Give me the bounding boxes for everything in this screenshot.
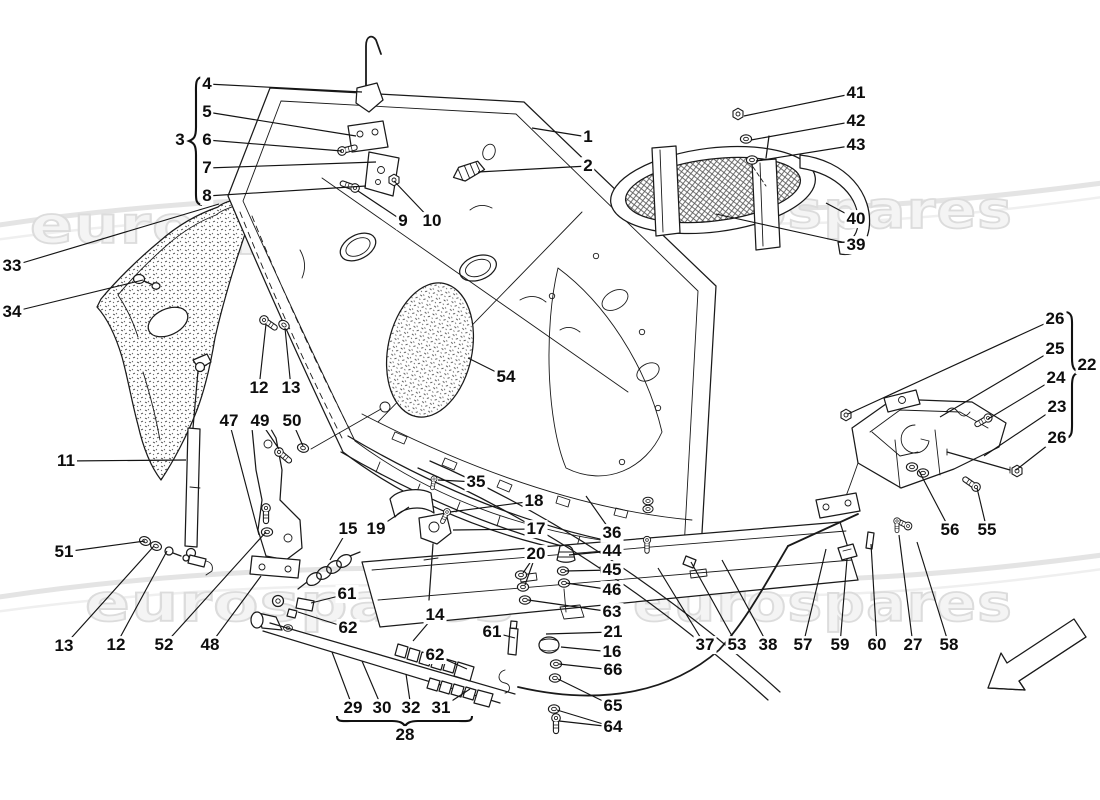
leader-line-12: [115, 550, 168, 646]
leader-line-43: [755, 144, 857, 162]
leader-line-26: [847, 318, 1056, 415]
leader-line-51: [63, 540, 146, 553]
leader-line-60: [870, 543, 878, 646]
leader-line-48: [209, 575, 262, 646]
direction-arrow: [987, 618, 1087, 691]
leader-line-12: [258, 323, 267, 389]
leader-line-9: [357, 190, 404, 222]
insulation-pad-54: [385, 282, 475, 418]
leader-line-58: [916, 541, 950, 646]
leader-line-47: [228, 420, 260, 536]
leader-line-57: [802, 548, 827, 646]
brace-group-3: [186, 75, 203, 207]
leader-line-8: [206, 185, 367, 197]
leader-line-21: [545, 631, 614, 635]
leader-line-27: [898, 534, 914, 646]
leader-line-2: [477, 165, 589, 173]
leader-line-32: [405, 673, 412, 709]
fasteners: [498, 496, 654, 735]
leader-line-66: [558, 663, 614, 671]
leader-line-5: [206, 111, 357, 137]
brace-group-28: [335, 715, 474, 728]
leader-line-42: [750, 120, 857, 141]
leader-line-23: [983, 406, 1058, 457]
ribbed-plug: [452, 160, 486, 182]
leader-line-18: [449, 500, 535, 513]
leader-line-39: [715, 213, 857, 246]
leader-line-38: [721, 559, 769, 646]
grille-trim: [799, 154, 871, 256]
leader-line-16: [560, 646, 613, 653]
leader-line-56: [918, 470, 951, 531]
leader-line-59: [839, 558, 848, 646]
leader-line-37: [657, 567, 706, 646]
leader-line-13: [63, 545, 155, 647]
bonnet-lock: [297, 475, 453, 601]
grommet: [538, 636, 560, 654]
leader-line-25: [939, 348, 1056, 418]
leader-line-63: [527, 599, 613, 613]
leader-line-52: [163, 531, 267, 646]
hinge-bracket-left: [249, 313, 311, 579]
leader-line-30: [361, 660, 383, 709]
leader-line-50: [291, 420, 304, 447]
cable-bracket: [815, 492, 914, 561]
leader-line-4: [206, 83, 363, 93]
leader-line-15: [329, 528, 349, 561]
leader-lines: [11, 83, 1058, 728]
leader-line-33: [11, 203, 220, 267]
leader-line-26: [1015, 437, 1058, 471]
leader-line-65: [557, 678, 614, 707]
leader-line-7: [206, 161, 377, 169]
leader-line-29: [331, 651, 354, 709]
release-cable: [517, 545, 789, 697]
brace-group-22: [1065, 310, 1082, 440]
leader-line-34: [11, 279, 144, 313]
bonnet-latch-assembly: [840, 389, 1023, 509]
leader-line-13: [284, 327, 292, 389]
leader-line-11: [65, 459, 187, 462]
insulation-panel: [96, 187, 263, 481]
leader-line-41: [743, 92, 857, 117]
leader-line-55: [976, 487, 988, 531]
leader-line-53: [690, 561, 738, 646]
leader-line-24: [987, 377, 1057, 420]
bonnet-panel: [227, 87, 717, 571]
leader-line-17: [452, 528, 537, 531]
hinge-assembly: [336, 35, 496, 197]
lock-spring: [297, 551, 361, 590]
gas-strut: [137, 353, 213, 576]
leader-line-1: [531, 127, 589, 138]
leader-line-6: [206, 139, 343, 152]
air-intake-grille: [610, 107, 871, 256]
